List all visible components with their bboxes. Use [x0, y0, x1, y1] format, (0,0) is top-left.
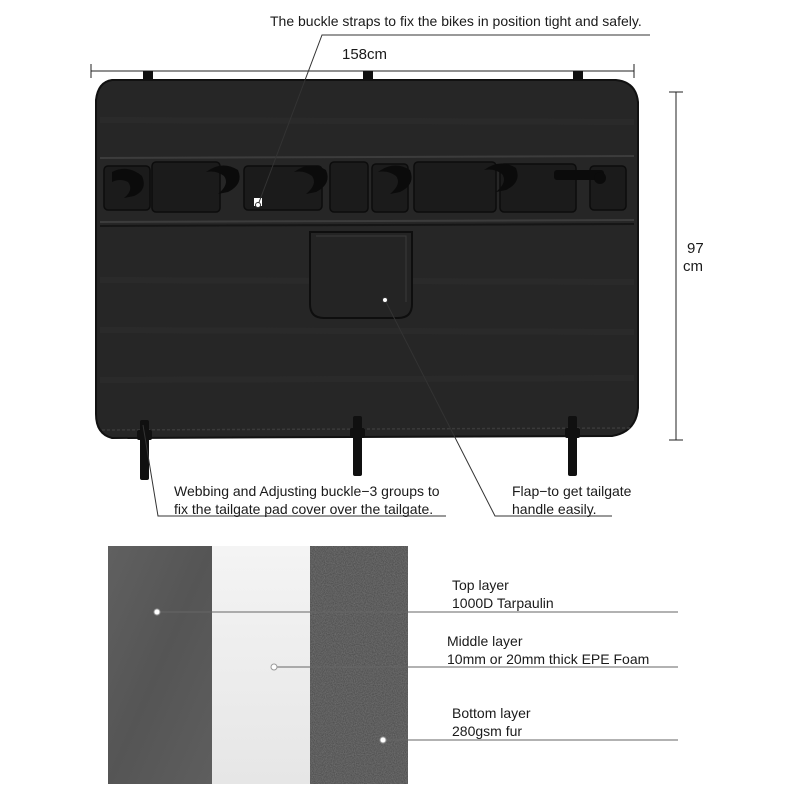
swatch-epe-foam: [212, 546, 310, 784]
tailgate-handle-flap: [309, 231, 413, 319]
layer-dots: [153, 608, 387, 744]
bottom-webbing-straps: [137, 416, 580, 480]
middle-layer-detail: 10mm or 20mm thick EPE Foam: [447, 651, 650, 667]
buckle-straps-callout: The buckle straps to fix the bikes in po…: [270, 13, 642, 29]
top-layer-title: Top layer: [452, 577, 509, 593]
flap-line-1: Flap−to get tailgate: [512, 483, 632, 499]
top-layer-label: Top layer 1000D Tarpaulin: [452, 576, 554, 612]
width-label: 158cm: [342, 46, 388, 63]
height-value: 97: [687, 240, 704, 257]
bottom-layer-label: Bottom layer 280gsm fur: [452, 704, 531, 740]
top-layer-detail: 1000D Tarpaulin: [452, 595, 554, 611]
webbing-line-2: fix the tailgate pad cover over the tail…: [174, 501, 434, 517]
height-label: 97 cm: [683, 240, 704, 276]
layer-leaders: [157, 611, 678, 741]
width-dimension-line: [90, 64, 635, 78]
middle-layer-title: Middle layer: [447, 633, 523, 649]
buckle-straps: [112, 163, 606, 206]
flap-callout: Flap−to get tailgate handle easily.: [512, 482, 631, 518]
bottom-layer-title: Bottom layer: [452, 705, 531, 721]
bottom-layer-detail: 280gsm fur: [452, 723, 523, 739]
flap-line-2: handle easily.: [512, 501, 597, 517]
swatch-tarpaulin: [108, 546, 212, 784]
middle-layer-label: Middle layer 10mm or 20mm thick EPE Foam: [447, 632, 649, 668]
height-unit: cm: [683, 258, 703, 275]
material-swatches: [108, 546, 408, 784]
webbing-callout: Webbing and Adjusting buckle−3 groups to…: [174, 482, 440, 518]
height-dimension-line: [669, 91, 683, 441]
tailgate-pad: [95, 71, 639, 480]
bike-cradle-row: [103, 161, 627, 213]
callout-leaders: [142, 34, 650, 517]
webbing-line-1: Webbing and Adjusting buckle−3 groups to: [174, 483, 440, 499]
